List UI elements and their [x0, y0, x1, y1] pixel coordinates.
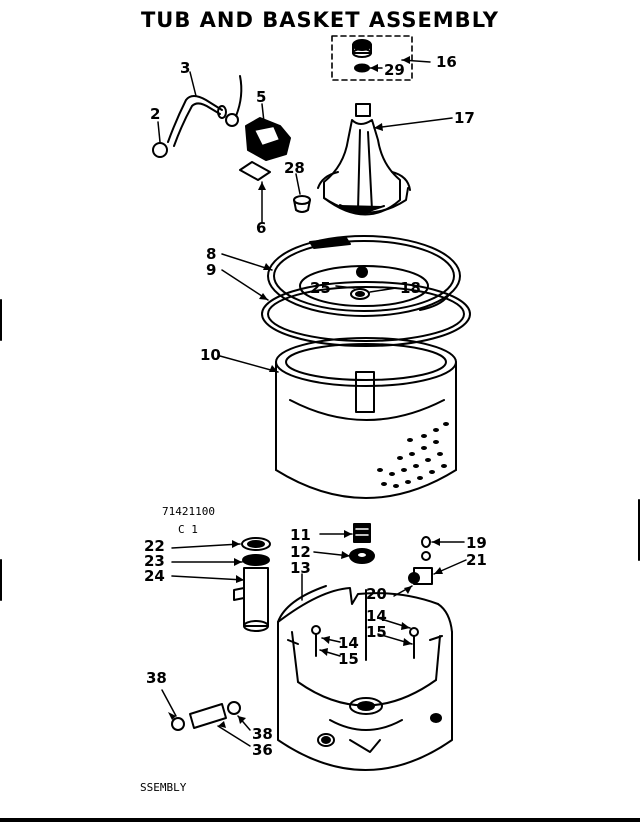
callout-25: 25 [310, 279, 331, 297]
callout-15b: 15 [338, 650, 359, 668]
part-13-outer-tub [277, 585, 453, 771]
callout-14b: 14 [338, 634, 359, 652]
part-21-clip [421, 551, 431, 561]
part-1-ring [235, 75, 243, 117]
callout-38b: 38 [252, 725, 273, 743]
callout-11: 11 [290, 526, 311, 544]
part-38-clamp [171, 717, 185, 731]
callout-12: 12 [290, 543, 311, 561]
callout-16: 16 [436, 53, 457, 71]
part-2-clamp [152, 142, 168, 158]
callout-13: 13 [290, 559, 311, 577]
part-10-basket [275, 337, 457, 499]
part-22-cap [241, 537, 271, 551]
callout-18: 18 [400, 279, 421, 297]
callout-29: 29 [384, 61, 405, 79]
callout-19: 19 [466, 534, 487, 552]
part-20-grommet [408, 567, 433, 585]
callout-21: 21 [466, 551, 487, 569]
callout-10: 10 [200, 346, 221, 364]
revision-code: C 1 [178, 523, 198, 536]
callout-20: 20 [366, 585, 387, 603]
callout-36: 36 [252, 741, 273, 759]
part-23-seal [242, 554, 270, 566]
part-18-washer [350, 288, 370, 300]
part-9-gasket [261, 281, 471, 347]
callout-23: 23 [144, 552, 165, 570]
callout-14: 14 [366, 607, 387, 625]
part-36-hose [189, 703, 227, 729]
part-5-bracket [245, 117, 291, 161]
part-17-agitator [317, 103, 411, 216]
callout-3: 3 [180, 59, 191, 77]
part-24-tube [233, 567, 269, 632]
part-8-tub-cover [267, 235, 461, 317]
callout-6: 6 [256, 219, 267, 237]
callout-17: 17 [454, 109, 475, 127]
callout-24: 24 [144, 567, 165, 585]
basket-holes [377, 422, 449, 488]
callout-2: 2 [150, 105, 161, 123]
arrow-heads [168, 56, 443, 728]
part-38-clamp-2 [227, 701, 241, 715]
part-3-hose [167, 95, 227, 147]
leader-lines [157, 59, 467, 747]
part-25-nut [356, 266, 368, 278]
callout-22: 22 [144, 537, 165, 555]
part-14-screw [311, 625, 321, 657]
part-6-clip [239, 161, 271, 181]
part-ring-clamp [225, 113, 239, 127]
callout-9: 9 [206, 261, 217, 279]
callout-8: 8 [206, 245, 217, 263]
callout-38: 38 [146, 669, 167, 687]
part-16-nut [352, 39, 372, 58]
page-title: TUB AND BASKET ASSEMBLY [140, 8, 500, 32]
part-11-spring [353, 523, 371, 543]
part-number: 71421100 [162, 505, 215, 518]
part-29-washer [354, 63, 370, 73]
callout-15: 15 [366, 623, 387, 641]
callout-5: 5 [256, 88, 267, 106]
part-28-cap [293, 195, 311, 213]
callout-28: 28 [284, 159, 305, 177]
part-15-screw [409, 627, 419, 659]
dashed-box [331, 35, 413, 81]
part-19-pin [421, 536, 431, 548]
footer-text: SSEMBLY [140, 781, 187, 794]
part-12-seal [349, 548, 375, 564]
